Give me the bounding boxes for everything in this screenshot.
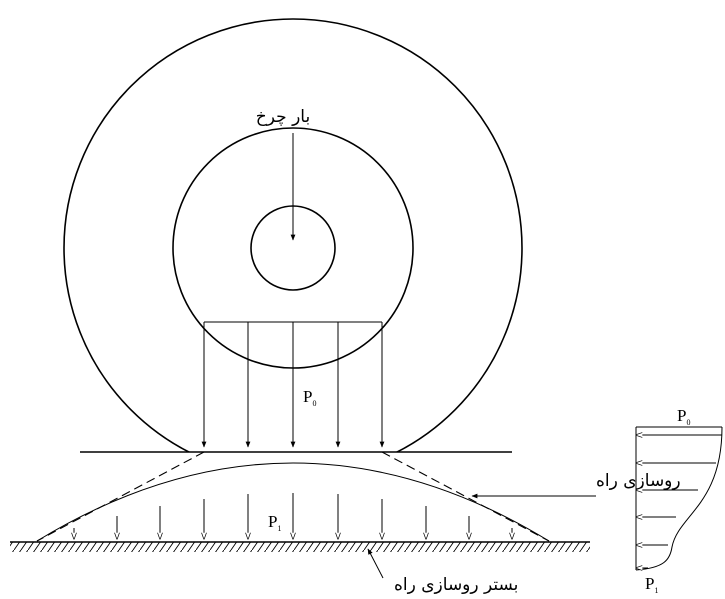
surface-label: روسازی راه [596,471,681,491]
load-spread-left [36,451,205,542]
side-p1-label: P1 [645,574,658,595]
subgrade-pointer-arrow [367,548,384,579]
subgrade-label: بستر روسازی راه [394,575,518,595]
wheel-load-label: بار چرخ [256,107,310,127]
p1-label: P1 [268,512,281,533]
subgrade-ground [10,541,590,552]
subgrade-pressure-curve [36,462,550,542]
side-p0-label: P0 [677,406,690,427]
tyre-outer-circle [63,18,523,452]
side-pressure-diagram [636,426,723,570]
subgrade-pressure-arrows [74,493,512,539]
load-spread-right [381,451,550,542]
contact-pressure-arrows [201,321,385,448]
p0-label: P0 [303,387,316,408]
